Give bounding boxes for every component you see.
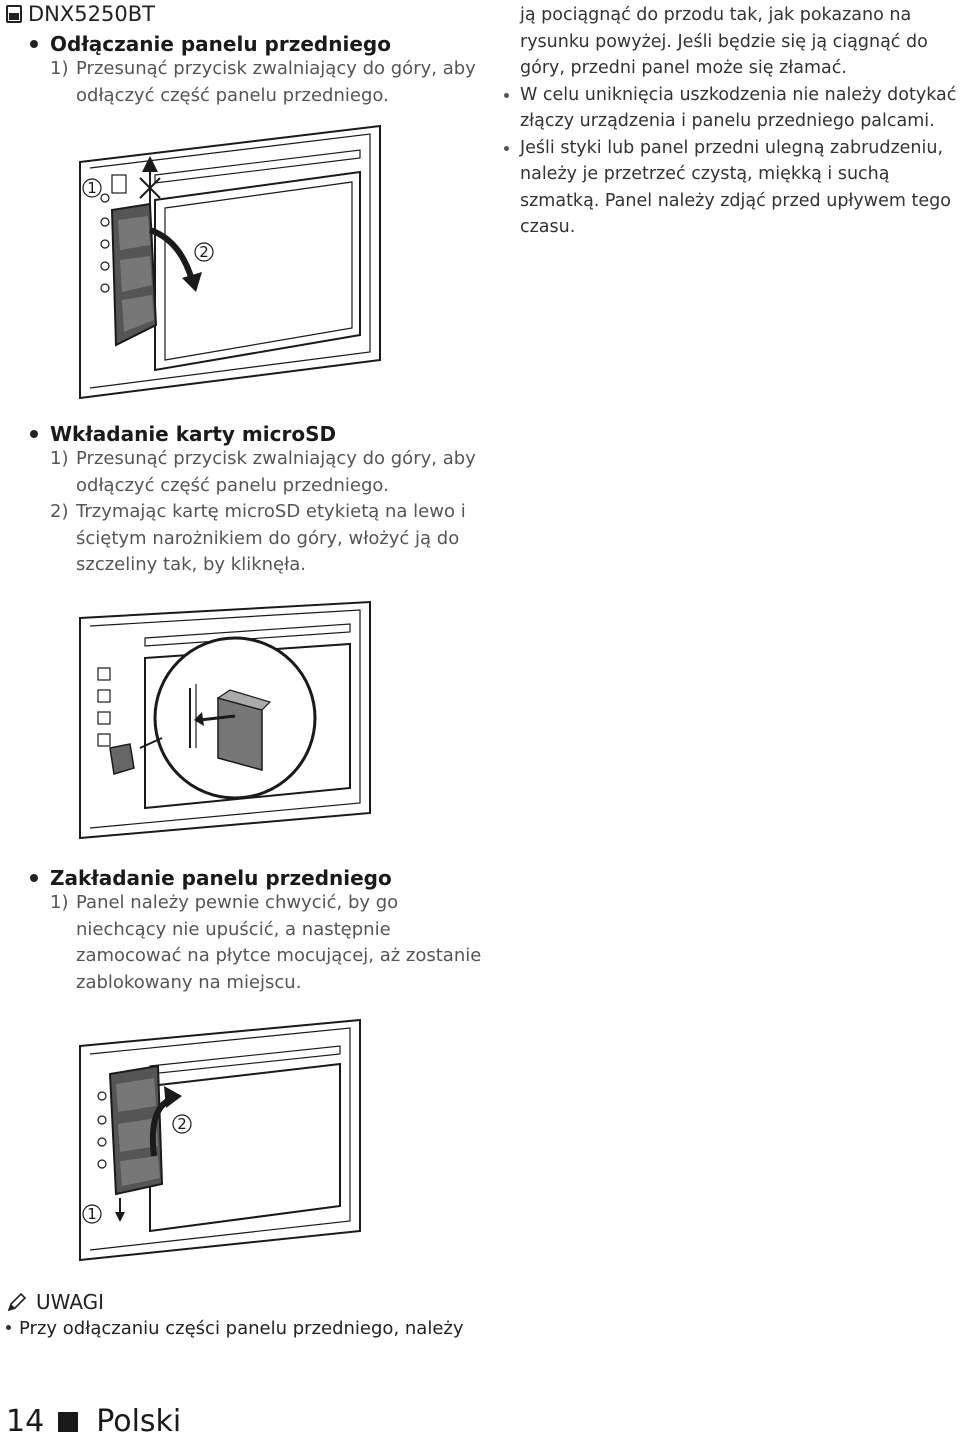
model-name: DNX5250BT	[28, 2, 155, 26]
section-attach-panel: Zakładanie panelu przedniego 1)Panel nal…	[30, 866, 481, 996]
bullet-icon	[30, 429, 38, 438]
caution-bullet: W celu uniknięcia uszkodzenia nie należy…	[504, 82, 960, 135]
section-detach-panel: Odłączanie panelu przedniego 1)Przesunąć…	[30, 32, 476, 109]
section-insert-microsd: Wkładanie karty microSD 1)Przesunąć przy…	[30, 422, 476, 579]
bullet-icon	[30, 873, 38, 882]
square-icon	[58, 1411, 79, 1432]
step-number-label: 1	[87, 1205, 97, 1223]
section-title: Odłączanie panelu przedniego	[30, 32, 476, 56]
note-text: Przy odłączaniu części panelu przedniego…	[6, 1318, 464, 1339]
bullet-icon	[30, 39, 38, 48]
figure-attach-panel: 2 1	[79, 1018, 361, 1262]
page-number: 14	[6, 1404, 45, 1439]
caution-bullet: Jeśli styki lub panel przedni ulegną zab…	[504, 135, 960, 241]
pencil-icon	[7, 1292, 27, 1312]
page-header: DNX5250BT	[6, 2, 155, 26]
figure-detach-panel: 1 2	[79, 124, 381, 400]
step-number-label: 2	[199, 243, 209, 261]
step-number-label: 1	[87, 179, 97, 197]
bullet-icon	[6, 1324, 11, 1330]
step-number-label: 2	[177, 1115, 187, 1133]
step-item: 1)Przesunąć przycisk zwalniający do góry…	[50, 58, 476, 106]
right-column-text: ją pociągnąć do przodu tak, jak pokazano…	[504, 2, 960, 241]
language-label: Polski	[96, 1404, 182, 1439]
model-icon	[6, 5, 22, 23]
section-title: Wkładanie karty microSD	[30, 422, 476, 446]
section-title: Zakładanie panelu przedniego	[30, 866, 481, 890]
step-item: 1)Panel należy pewnie chwycić, by go nie…	[50, 892, 482, 993]
step-item: 2)Trzymając kartę microSD etykietą na le…	[50, 501, 466, 575]
page-footer: 14 Polski	[6, 1404, 181, 1439]
figure-insert-microsd	[79, 600, 371, 840]
note-heading: UWAGI	[6, 1290, 104, 1314]
step-item: 1)Przesunąć przycisk zwalniający do góry…	[50, 448, 476, 496]
